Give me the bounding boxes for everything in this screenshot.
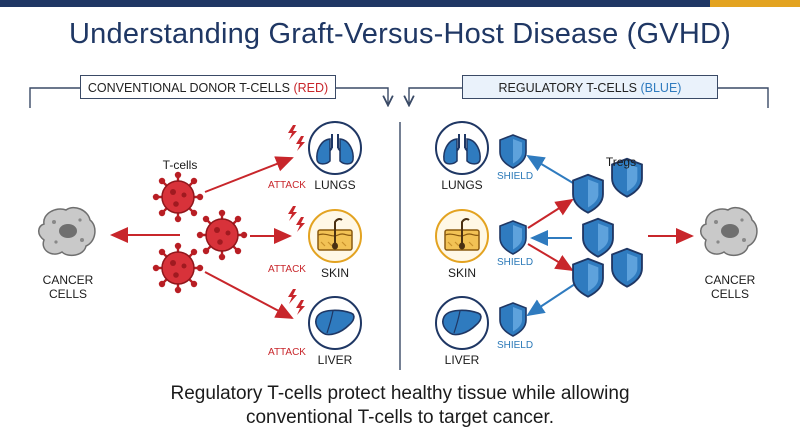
left-cancer-cell-icon [37,206,96,257]
right-cancer-line1: CANCER [704,273,756,287]
right-lung-icon [435,121,489,175]
virus-icon [151,170,205,224]
shield-icon [499,302,527,337]
right-cancer-line2: CELLS [710,287,750,301]
right-organ-skin-label: SKIN [447,266,476,280]
left-liver-icon [308,296,362,350]
redirect-arrow-1 [527,198,574,229]
shield-label-lungs: SHIELD [496,171,534,182]
left-bracket [29,87,388,108]
virus-icon [151,241,205,295]
left-organ-liver-label: LIVER [317,353,353,367]
right-section-label: REGULATORY T-CELLS (BLUE) [462,75,718,99]
right-label-color-word: (BLUE) [640,81,682,95]
redirect-arrow-2 [527,243,574,272]
protect-arrow-lungs [526,154,579,187]
right-liver-icon [435,296,489,350]
right-organ-lungs-label: LUNGS [441,178,483,192]
caption: Regulatory T-cells protect healthy tissu… [0,382,800,430]
attack-label-liver: ATTACK [268,347,306,358]
attack-label-skin: ATTACK [268,264,306,275]
left-skin-icon [308,209,362,263]
left-label-color-word: (RED) [293,81,329,95]
attack-arrow-lungs [204,156,294,193]
protect-arrow-liver [526,281,579,317]
right-organ-liver-label: LIVER [444,353,480,367]
left-organ-skin-label: SKIN [320,266,349,280]
left-cancer-label: CANCER CELLS [32,273,104,301]
shield-icon [499,220,527,255]
tcells-label: T-cells [162,158,198,172]
lightning-icon [288,289,305,315]
lightning-icon [288,125,305,151]
shield-icon [499,134,527,169]
top-bar [0,0,800,7]
left-cancer-line2: CELLS [48,287,88,301]
page-title: Understanding Graft-Versus-Host Disease … [69,18,731,50]
right-bracket [409,87,769,108]
right-skin-icon [435,209,489,263]
virus-icon [195,208,249,262]
shield-label-liver: SHIELD [496,340,534,351]
caption-line1: Regulatory T-cells protect healthy tissu… [170,383,630,404]
left-lung-icon [308,121,362,175]
shield-label-skin: SHIELD [496,257,534,268]
right-label-text: REGULATORY T-CELLS [498,81,641,95]
left-section-label: CONVENTIONAL DONOR T-CELLS (RED) [80,75,336,99]
right-cancer-label: CANCER CELLS [694,273,766,301]
right-cancer-cell-icon [699,206,758,257]
tregs-label: Tregs [605,155,637,169]
left-label-text: CONVENTIONAL DONOR T-CELLS [87,81,294,95]
caption-line2: conventional T-cells to target cancer. [245,407,555,428]
attack-arrow-liver [204,271,294,319]
attack-label-lungs: ATTACK [268,180,306,191]
lightning-icon [288,206,305,232]
left-cancer-line1: CANCER [42,273,94,287]
left-organ-lungs-label: LUNGS [314,178,356,192]
top-bar-accent [710,0,800,7]
treg-cluster [572,157,643,298]
